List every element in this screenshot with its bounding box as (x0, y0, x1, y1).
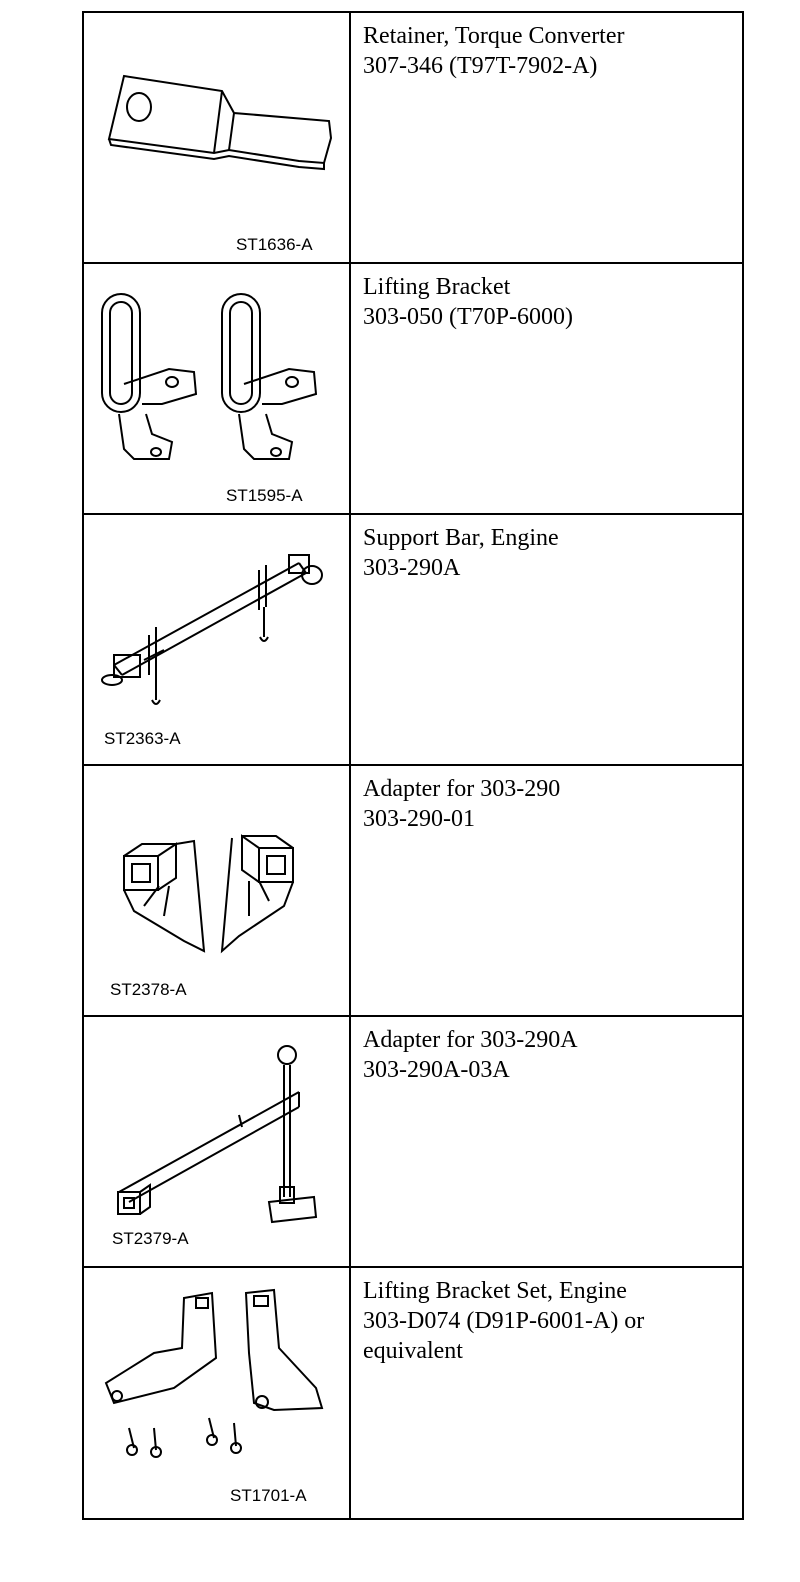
tool-name: Lifting Bracket Set, Engine (363, 1278, 627, 1304)
tool-name: Lifting Bracket (363, 274, 511, 300)
tool-number: 303-290A-03A (363, 1057, 510, 1083)
engine-support-bar-icon (101, 554, 323, 705)
figure-code: ST2379-A (112, 1229, 189, 1248)
special-tools-table: ST1636-A Retainer, Torque Converter 307-… (82, 11, 744, 1520)
figure-code: ST1595-A (226, 486, 303, 505)
figure-code: ST2363-A (104, 729, 181, 748)
illustration-cell: ST2378-A (82, 764, 351, 1017)
table-row: ST1701-A Lifting Bracket Set, Engine 303… (82, 1266, 744, 1520)
figure-code: ST2378-A (110, 980, 187, 999)
adapter-brackets-icon (123, 834, 294, 954)
table-row: ST2378-A Adapter for 303-290 303-290-01 (82, 764, 744, 1017)
figure-code: ST1636-A (236, 235, 313, 254)
description-cell: Lifting Bracket 303-050 (T70P-6000) (349, 262, 744, 515)
tool-number: 303-290-01 (363, 806, 475, 832)
table-row: ST1636-A Retainer, Torque Converter 307-… (82, 11, 744, 264)
description-cell: Adapter for 303-290A 303-290A-03A (349, 1015, 744, 1268)
illustration-cell: ST2363-A (82, 513, 351, 766)
description-cell: Adapter for 303-290 303-290-01 (349, 764, 744, 1017)
illustration-cell: ST2379-A (82, 1015, 351, 1268)
table-row: ST1595-A Lifting Bracket 303-050 (T70P-6… (82, 262, 744, 515)
lifting-bracket-set-icon (104, 1288, 324, 1458)
tool-number: 303-290A (363, 555, 461, 581)
tool-number: 303-050 (T70P-6000) (363, 304, 573, 330)
lifting-bracket-icon (101, 293, 318, 460)
illustration-cell: ST1701-A (82, 1266, 351, 1520)
torque-converter-retainer-icon (107, 74, 333, 171)
table-row: ST2363-A Support Bar, Engine 303-290A (82, 513, 744, 766)
tool-number: 307-346 (T97T-7902-A) (363, 53, 598, 79)
description-cell: Support Bar, Engine 303-290A (349, 513, 744, 766)
tool-number: 303-D074 (D91P-6001-A) or (363, 1308, 645, 1334)
tool-name: Retainer, Torque Converter (363, 23, 625, 49)
tool-name: Support Bar, Engine (363, 525, 559, 551)
adapter-bar-icon (117, 1045, 318, 1224)
tool-name: Adapter for 303-290 (363, 776, 561, 802)
tool-name: Adapter for 303-290A (363, 1027, 578, 1053)
description-cell: Lifting Bracket Set, Engine 303-D074 (D9… (349, 1266, 744, 1520)
figure-code: ST1701-A (230, 1486, 307, 1505)
illustration-cell: ST1595-A (82, 262, 351, 515)
table-row: ST2379-A Adapter for 303-290A 303-290A-0… (82, 1015, 744, 1268)
description-cell: Retainer, Torque Converter 307-346 (T97T… (349, 11, 744, 264)
illustration-cell: ST1636-A (82, 11, 351, 264)
tool-number-continued: equivalent (363, 1338, 463, 1364)
